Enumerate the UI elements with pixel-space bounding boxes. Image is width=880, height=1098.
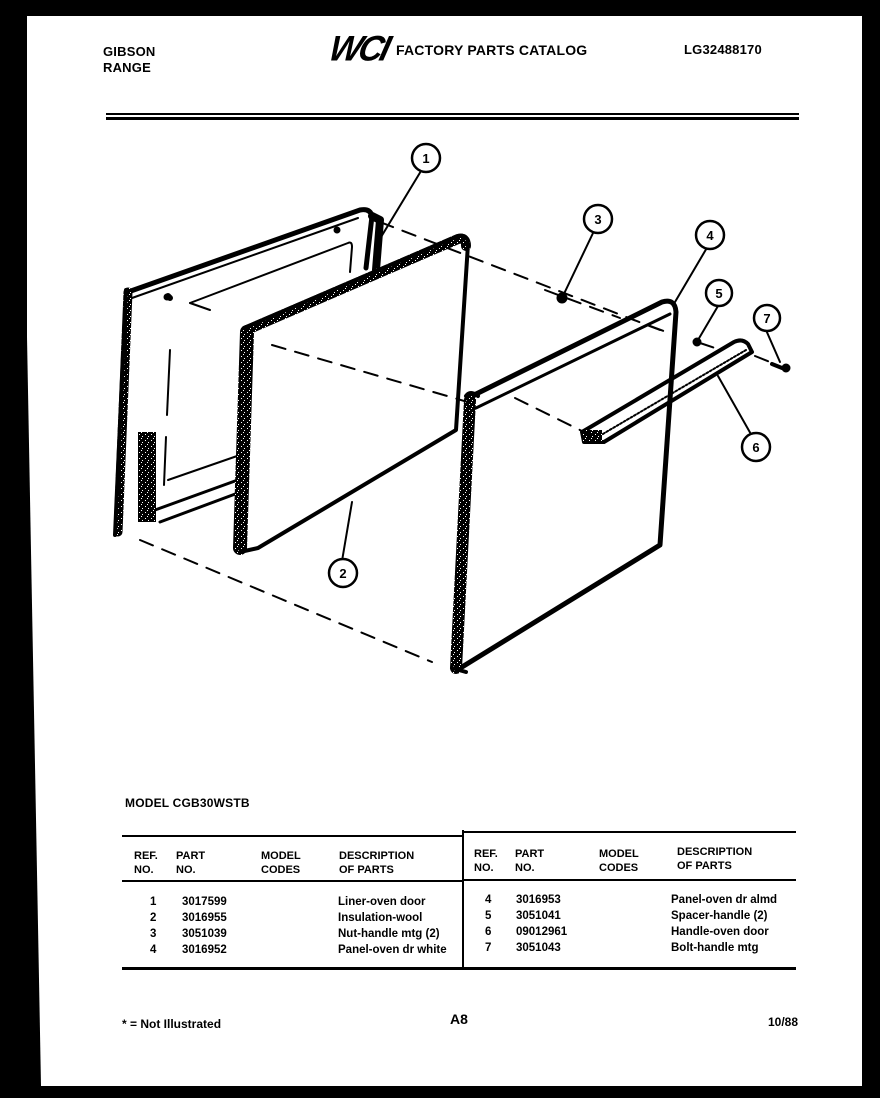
description-column: Liner-oven door Insulation-wool Nut-hand…	[338, 894, 447, 958]
brand-name: GIBSON	[103, 44, 156, 59]
callouts: 1 2 3 4 5 6 7	[327, 142, 782, 589]
brand-block: GIBSON RANGE	[103, 44, 155, 76]
table-cell-part: 3051039	[182, 928, 227, 940]
insulation-wool	[233, 233, 471, 555]
callout-5: 5	[704, 278, 734, 308]
part-column: 3017599 3016955 3051039 3016952	[182, 894, 227, 958]
catalog-number: LG32488170	[684, 42, 762, 57]
handle-oven-door	[580, 338, 754, 444]
table-cell-ref: 4	[150, 944, 157, 956]
svg-text:6: 6	[752, 440, 759, 455]
callout-7: 7	[752, 303, 782, 333]
table-cell-part: 3051041	[516, 910, 561, 922]
callout-2: 2	[327, 557, 359, 589]
svg-text:3: 3	[594, 212, 601, 227]
bolt-handle-mtg	[770, 362, 784, 370]
table-header-rule	[464, 879, 796, 881]
svg-text:2: 2	[339, 566, 346, 581]
callout-leaders	[341, 170, 781, 562]
part-column: 3016953 3051041 09012961 3051043	[516, 892, 567, 956]
svg-text:7: 7	[763, 311, 770, 326]
callout-1: 1	[410, 142, 442, 174]
not-illustrated-note: * = Not Illustrated	[122, 1017, 222, 1031]
panel-oven-door	[450, 298, 679, 674]
table-bottom-rule	[122, 967, 796, 970]
table-cell-description: Panel-oven dr almd	[671, 894, 778, 906]
table-cell-part: 09012961	[516, 926, 568, 938]
product-type: RANGE	[103, 60, 151, 75]
table-cell-ref: 3	[150, 928, 157, 940]
svg-text:4: 4	[706, 228, 714, 243]
table-cell-ref: 2	[150, 912, 157, 924]
liner-oven-door	[113, 207, 384, 537]
table-header-rule	[122, 880, 462, 882]
ref-column: 1 2 3 4	[150, 894, 156, 958]
table-cell-part: 3016952	[182, 944, 227, 956]
spacer-handle	[692, 337, 702, 347]
header-ref-no: REF.NO.	[134, 850, 158, 876]
table-column-divider	[462, 830, 464, 970]
callout-6: 6	[740, 431, 772, 463]
revision-date: 10/88	[768, 1015, 799, 1029]
table-cell-part: 3016955	[182, 912, 227, 924]
svg-text:5: 5	[715, 286, 722, 301]
table-top-rule	[122, 835, 462, 837]
table-cell-ref: 7	[485, 942, 492, 954]
header-rule-thick	[106, 117, 799, 120]
ref-column: 4 5 6 7	[485, 892, 491, 956]
model-label: MODEL CGB30WSTB	[125, 796, 250, 810]
table-cell-description: Panel-oven dr white	[338, 944, 447, 956]
table-cell-description: Nut-handle mtg (2)	[338, 928, 440, 940]
catalog-title: FACTORY PARTS CATALOG	[396, 42, 588, 58]
callout-4: 4	[694, 219, 726, 251]
table-cell-ref: 6	[485, 926, 492, 938]
svg-text:1: 1	[422, 151, 429, 166]
table-cell-ref: 1	[150, 896, 157, 908]
table-cell-description: Bolt-handle mtg	[671, 942, 759, 954]
callout-3: 3	[582, 203, 614, 235]
table-top-rule	[464, 831, 796, 833]
table-cell-description: Liner-oven door	[338, 896, 426, 908]
table-cell-ref: 5	[485, 910, 492, 922]
table-cell-ref: 4	[485, 894, 492, 906]
table-cell-description: Insulation-wool	[338, 912, 423, 924]
table-cell-part: 3016953	[516, 894, 561, 906]
description-column: Panel-oven dr almd Spacer-handle (2) Han…	[671, 892, 777, 956]
header-ref-no: REF.NO.	[474, 848, 498, 874]
table-cell-description: Handle-oven door	[671, 926, 769, 938]
alignment-lines	[139, 221, 776, 663]
page-code: A8	[450, 1011, 468, 1027]
header-rule	[106, 113, 799, 115]
table-cell-part: 3051043	[516, 942, 561, 954]
table-cell-part: 3017599	[182, 896, 227, 908]
table-cell-description: Spacer-handle (2)	[671, 910, 768, 922]
